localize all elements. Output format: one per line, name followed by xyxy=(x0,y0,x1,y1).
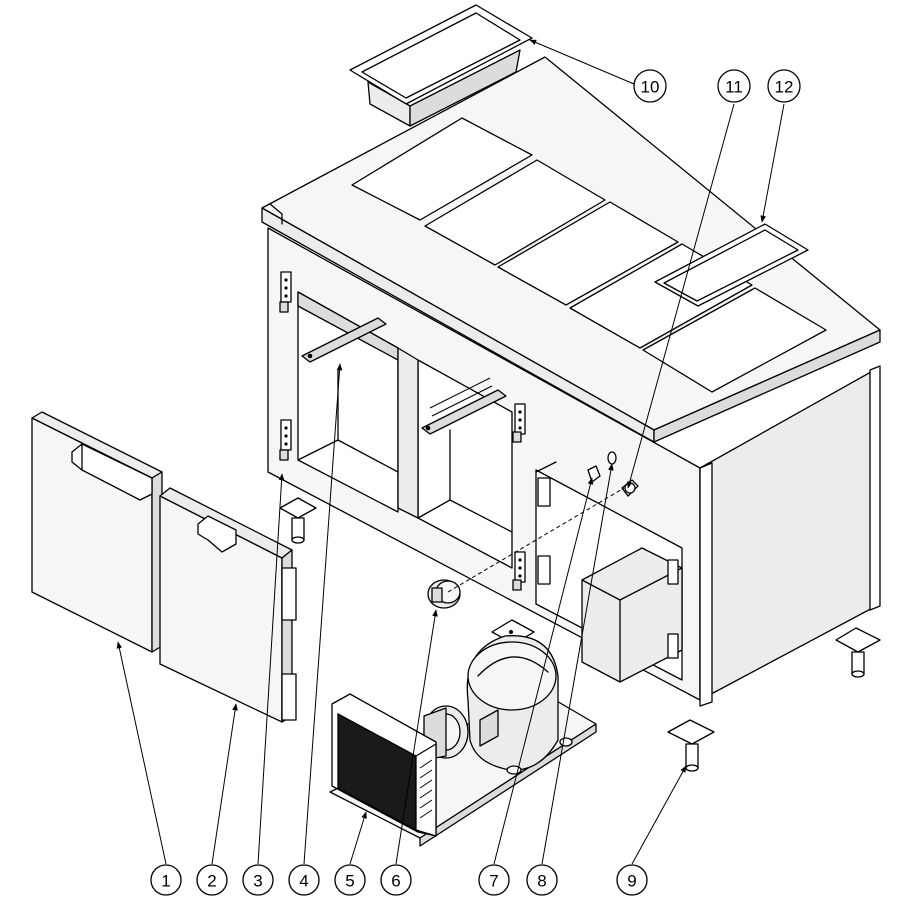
compartment-right-lip xyxy=(535,461,557,473)
cabinet-right-trim xyxy=(699,462,713,707)
svg-text:8: 8 xyxy=(537,872,546,891)
hinge-top-left xyxy=(279,271,292,313)
svg-text:9: 9 xyxy=(627,872,636,891)
leader-4 xyxy=(303,363,343,865)
callout-5: 5 xyxy=(334,864,366,896)
hinge-top-middle xyxy=(512,403,526,443)
callout-9: 9 xyxy=(616,864,648,896)
leader-10 xyxy=(529,39,635,85)
svg-text:6: 6 xyxy=(391,872,400,891)
door-right xyxy=(159,487,297,723)
cabinet xyxy=(261,56,881,707)
leader-12 xyxy=(760,103,785,223)
svg-text:12: 12 xyxy=(775,78,794,97)
svg-text:11: 11 xyxy=(725,78,743,97)
leader-9 xyxy=(631,765,687,865)
callout-4: 4 xyxy=(288,864,320,896)
leader-8 xyxy=(541,463,614,865)
callout-8: 8 xyxy=(526,864,558,896)
hinge-bottom-left xyxy=(279,419,292,461)
o-ring xyxy=(607,451,617,465)
svg-text:3: 3 xyxy=(253,872,262,891)
lid-frame-inner xyxy=(663,229,799,302)
callout-11: 11 xyxy=(717,69,751,103)
refrigeration-unit xyxy=(329,579,597,847)
leader-1 xyxy=(116,641,167,865)
bracket-far-bottom xyxy=(667,633,679,659)
cabinet-back-trim xyxy=(869,365,881,611)
leader-lines xyxy=(116,39,785,865)
foot-back-left xyxy=(279,497,317,544)
capillary-line xyxy=(447,487,625,593)
leader-6 xyxy=(395,609,438,865)
leader-3 xyxy=(257,473,285,865)
cabinet-right-side xyxy=(699,367,879,701)
callout-12: 12 xyxy=(767,69,801,103)
leader-11 xyxy=(626,103,735,489)
svg-text:10: 10 xyxy=(641,78,660,97)
svg-text:5: 5 xyxy=(345,872,354,891)
bracket-right-bottom xyxy=(537,555,551,585)
rail-left-screw xyxy=(307,353,313,359)
foot-front xyxy=(667,719,715,772)
svg-text:7: 7 xyxy=(489,872,498,891)
svg-text:4: 4 xyxy=(299,872,308,891)
leader-7 xyxy=(493,477,594,865)
rail-middle xyxy=(421,389,507,435)
rail-middle-screw xyxy=(425,425,431,431)
callout-2: 2 xyxy=(196,864,228,896)
rail-middle-slats xyxy=(429,377,493,417)
svg-text:1: 1 xyxy=(161,872,170,891)
callout-10: 10 xyxy=(633,69,667,103)
callout-3: 3 xyxy=(242,864,274,896)
thermostat-bushing-hole xyxy=(624,482,636,494)
worktop-side-edge xyxy=(653,329,881,443)
bracket-right-top xyxy=(537,477,551,507)
foot-back-right xyxy=(835,627,881,678)
well-5 xyxy=(642,287,827,393)
well-3 xyxy=(497,201,679,306)
leader-2 xyxy=(211,703,238,865)
door-left xyxy=(31,411,163,653)
rail-left xyxy=(301,317,387,363)
lid-frame xyxy=(654,223,809,307)
leader-5 xyxy=(349,811,367,865)
gastronorm-pan xyxy=(349,4,533,127)
callout-1: 1 xyxy=(150,864,182,896)
divider-post xyxy=(397,347,419,519)
svg-text:2: 2 xyxy=(207,872,216,891)
hinge-bottom-middle xyxy=(512,551,526,591)
bracket-far-top xyxy=(667,559,679,585)
well-1 xyxy=(351,117,533,221)
worktop-lip xyxy=(269,203,283,225)
well-2 xyxy=(424,159,606,266)
callout-7: 7 xyxy=(478,864,510,896)
callout-6: 6 xyxy=(380,864,412,896)
